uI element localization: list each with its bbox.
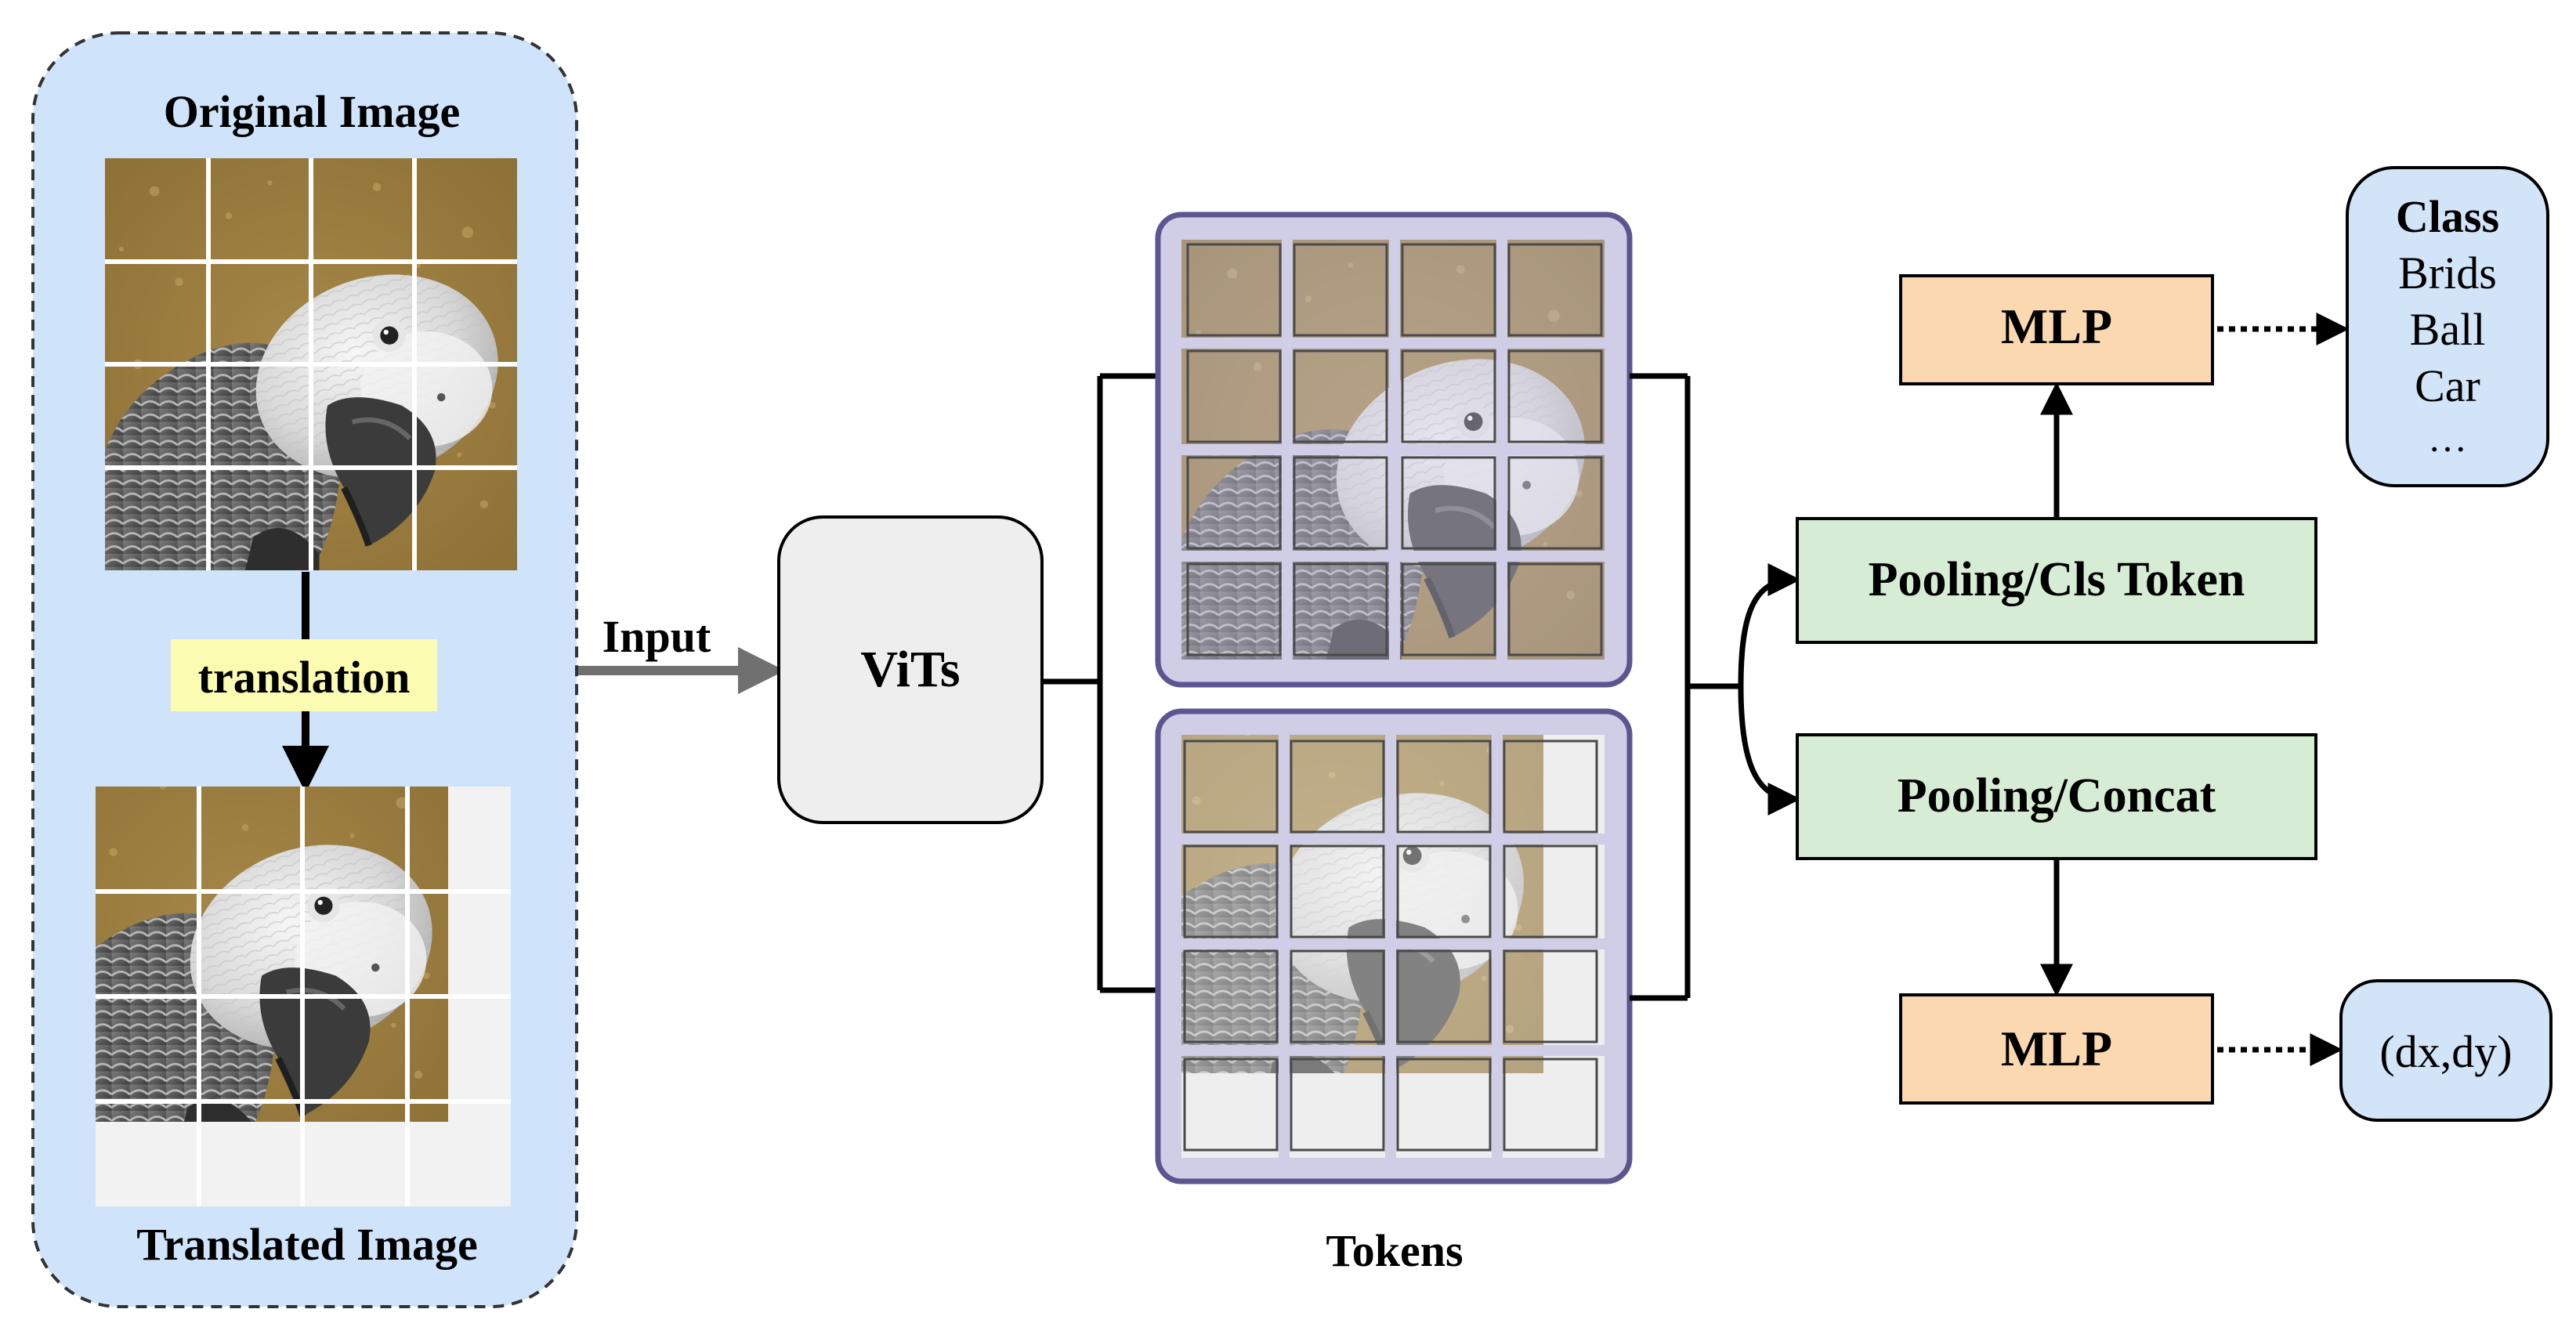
token-grid-top (1186, 243, 1603, 656)
vits-to-tokens-connector (1042, 373, 1158, 993)
mlp-bottom-box (1899, 993, 2214, 1105)
class-output-item: Car (2415, 360, 2480, 411)
mlp-top-box (1899, 274, 2214, 385)
tokens-to-pooling-connector (1630, 373, 1801, 1001)
input-arrow-label: Input (602, 611, 711, 662)
pooling-concat-label: Pooling/Concat (1898, 769, 2216, 823)
class-output-box (2346, 166, 2549, 487)
translated-image (96, 787, 511, 1206)
token-grid-bottom (1183, 740, 1598, 1152)
tokens-original (1155, 212, 1633, 688)
offset-output-label: (dx,dy) (2379, 1026, 2512, 1077)
class-output-item: Brids (2398, 248, 2497, 298)
tokens-translated (1155, 708, 1633, 1184)
vits-label: ViTs (860, 641, 960, 698)
class-output-item: Ball (2410, 304, 2486, 355)
translated-image-grid (96, 787, 511, 1206)
mlp-bottom-label: MLP (2001, 1021, 2112, 1076)
offset-output-box (2339, 979, 2552, 1122)
pooling-concat-box (1796, 733, 2317, 860)
original-image-title: Original Image (164, 86, 461, 137)
translation-highlight (171, 639, 437, 711)
class-output-title: Class (2396, 191, 2499, 242)
translated-image-title: Translated Image (136, 1219, 478, 1270)
mlp-top-label: MLP (2001, 298, 2112, 354)
pooling-cls-label: Pooling/Cls Token (1869, 553, 2245, 606)
class-output-item: … (2428, 416, 2467, 460)
translation-label: translation (198, 652, 411, 703)
tokens-label: Tokens (1326, 1225, 1463, 1276)
vits-box (777, 515, 1044, 824)
original-image-grid (105, 158, 517, 570)
original-image (105, 158, 517, 570)
